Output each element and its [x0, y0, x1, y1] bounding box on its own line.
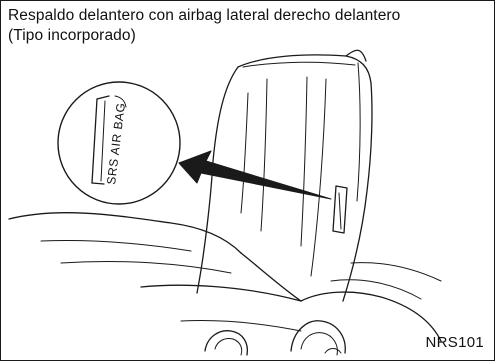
- seat-adjust-knob-right: [290, 320, 346, 356]
- pointer-arrow: [178, 150, 332, 200]
- detail-magnifier: [57, 81, 181, 205]
- figure-code: NRS101: [425, 334, 484, 351]
- caption-subtitle: (Tipo incorporado): [8, 27, 136, 44]
- seat-airbag-tag: [332, 185, 348, 234]
- caption-title: Respaldo delantero con airbag lateral de…: [8, 7, 401, 24]
- seat-side-edge: [345, 49, 367, 202]
- seat-back-outline: [196, 54, 373, 302]
- seat-adjust-knob-left: [204, 330, 249, 356]
- seat-cushion: [8, 212, 442, 342]
